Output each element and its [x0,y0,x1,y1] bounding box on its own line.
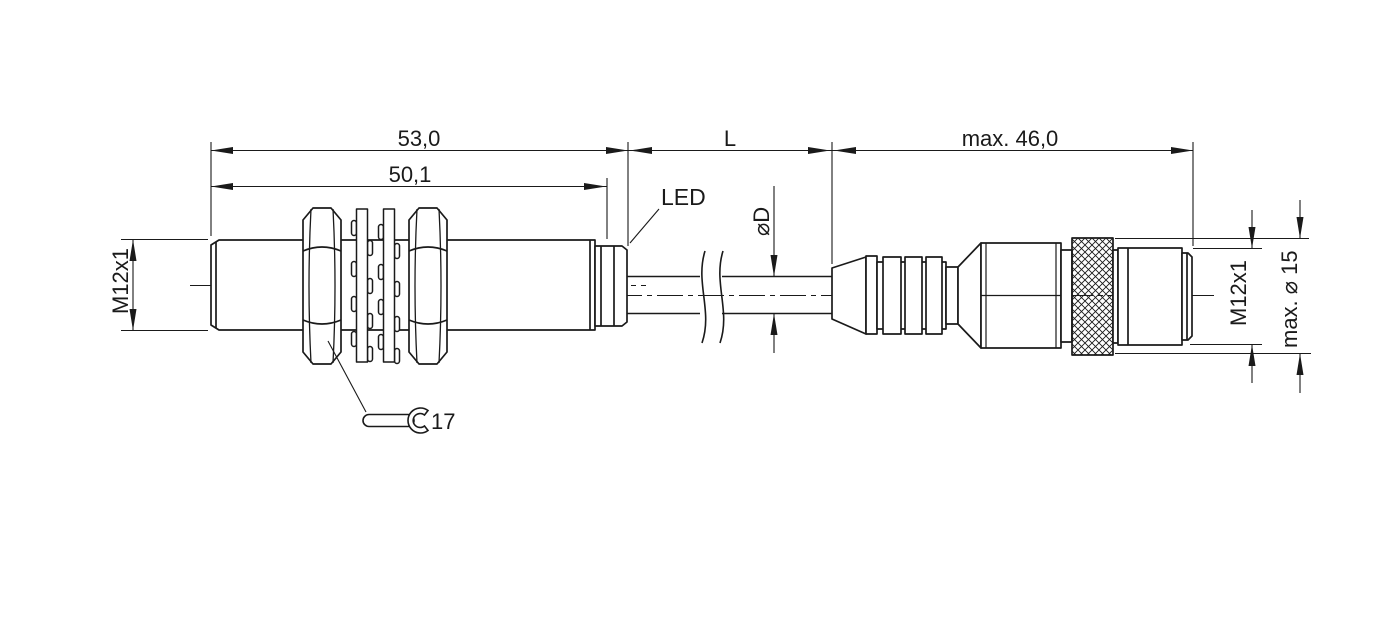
wrench-leader-line [327,340,367,413]
wrench-icon [362,407,430,434]
connector-body [980,242,1062,349]
sensor-body-group [210,207,628,365]
washer-teeth [377,223,401,365]
strain-relief-ring [865,255,878,335]
led-end-cap [594,245,628,327]
connector-tip [1181,252,1193,341]
connector-thread [1117,247,1183,346]
strain-relief-bellows [876,256,947,335]
cable-diameter-label: ⌀D [749,207,774,236]
connector-ring [1060,249,1073,343]
connector-diameter-label: max. ⌀ 15 [1277,250,1302,348]
knurled-ring [1071,237,1114,356]
sensor-barrel [210,239,596,331]
connector-cone [957,242,982,349]
led-leader-line [629,208,660,244]
led-label: LED [661,184,706,210]
cable-break-icon [701,250,725,344]
sensor-thread-label: M12x1 [108,248,133,314]
connector-group [831,237,1193,356]
hex-nut-2 [408,207,448,365]
wrench-size-label: 17 [431,409,455,434]
dimension-arrows [129,147,1304,375]
washer-teeth [350,219,374,363]
connector-thread-label: M12x1 [1226,260,1251,326]
cable-length-label: L [724,126,736,151]
hex-nut-1 [302,207,342,365]
connector-neck [945,266,959,325]
connector-length-label: max. 46,0 [962,126,1059,151]
cable [627,250,832,344]
strain-relief-cone [831,256,867,335]
housing-length-label: 50,1 [389,162,432,187]
lock-washer-2 [377,208,401,365]
drawing-labels: 53,0 50,1 L max. 46,0 LED M12x1 ⌀D M12x1… [108,126,1302,434]
lock-washer-1 [350,208,374,363]
overall-length-label: 53,0 [398,126,441,151]
